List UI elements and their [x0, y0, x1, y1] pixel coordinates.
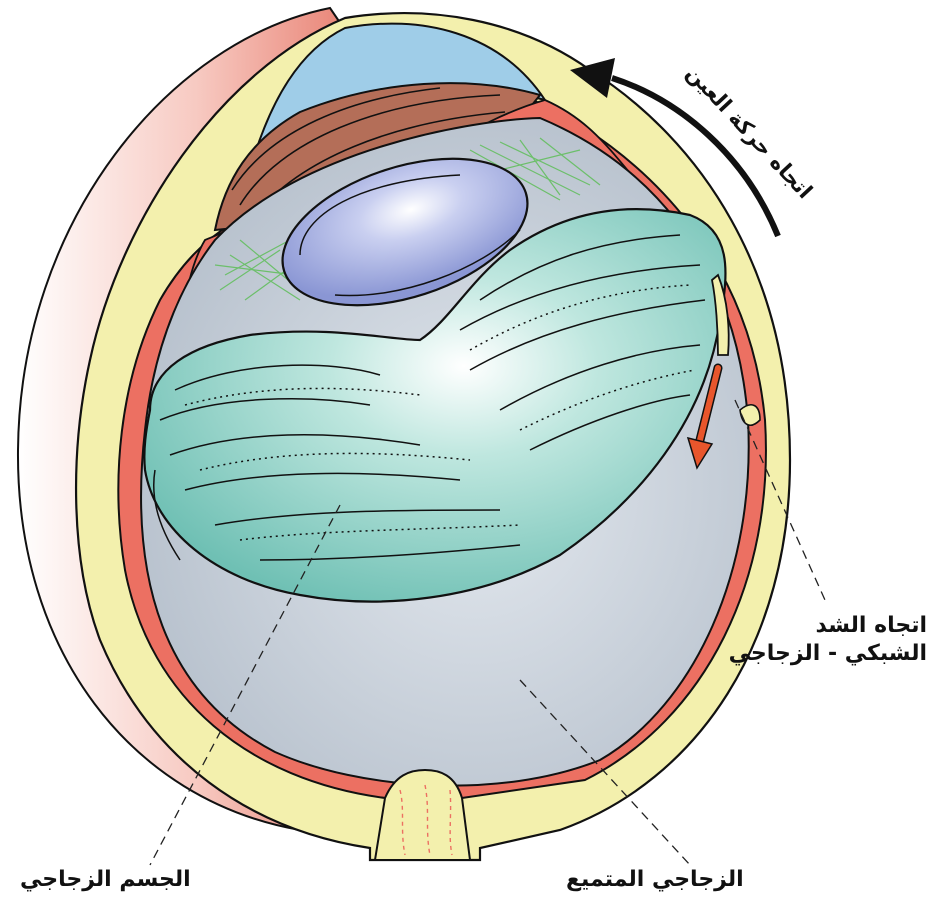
- vitreous-gel-fibers: [153, 234, 706, 561]
- eye-motion-arrow: [570, 58, 781, 238]
- optic-nerve: [373, 768, 472, 861]
- vitreous-gel-dotted-fibers: [184, 284, 696, 541]
- traction-arrow: [686, 363, 723, 470]
- leader-lines: [149, 399, 826, 866]
- retinal-flap: [711, 273, 730, 356]
- crystalline-lens: [281, 157, 529, 307]
- label-vitreous-body: الجسم الزجاجي: [20, 867, 191, 892]
- label-traction-line1: اتجاه الشد: [815, 613, 927, 638]
- lens-capsule-line-2: [334, 229, 521, 297]
- zonule-fibers: [214, 137, 601, 301]
- label-traction-direction: اتجاه الشد الشبكي - الزجاجي: [729, 612, 927, 667]
- retinal-tear-edge: [739, 404, 761, 426]
- optic-nerve-fibers: [399, 784, 453, 856]
- lens-capsule-line: [299, 174, 461, 256]
- label-traction-line2: الشبكي - الزجاجي: [728, 640, 927, 666]
- vitreous-gel-body: [143, 208, 727, 603]
- label-liquefied-vitreous: الزجاجي المتميع: [566, 867, 744, 892]
